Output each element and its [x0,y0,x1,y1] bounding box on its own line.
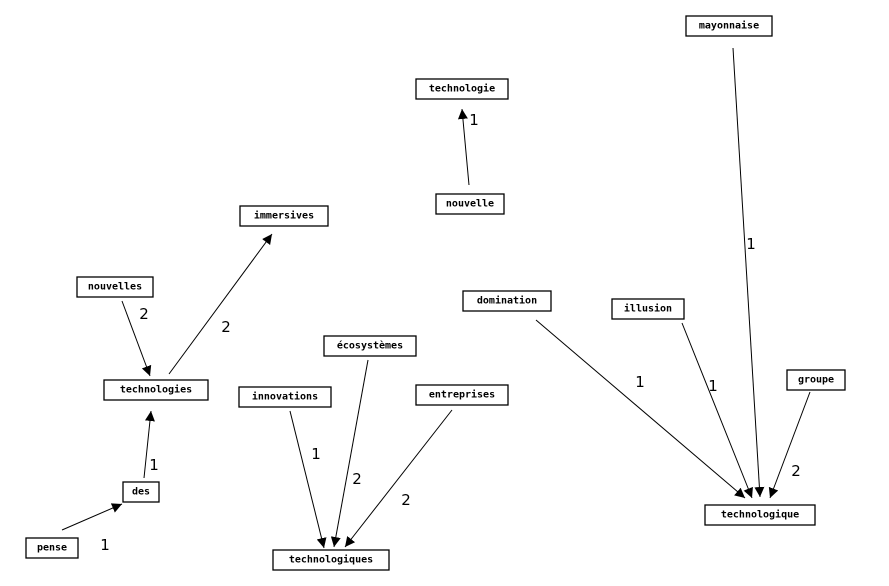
edge-arrow [330,359,369,548]
node-label: groupe [798,375,834,386]
node-label: domination [477,295,537,307]
node-box [704,504,816,526]
edge-weight-label: 1 [469,111,479,129]
edges-layer: 1 1 1 1 2 2 2 1 1 1 2 2 [61,47,811,554]
edge-weight-label: 1 [708,377,718,395]
node-box [76,276,154,298]
node-label: entreprises [429,389,495,401]
edge-weight-label: 1 [311,445,321,463]
node-domination: domination [462,290,552,312]
edge-domination-to-technologique: 1 [535,319,746,499]
node-label: technologies [120,384,192,396]
edge-ecosystemes-to-technologiques: 2 [330,359,369,548]
edge-des-to-technologies: 1 [143,410,159,479]
edge-mayonnaise-to-technologique: 1 [732,47,765,498]
node-box [435,193,505,215]
edge-weight-label: 2 [401,491,411,509]
node-technologie: technologie [415,78,509,100]
edge-pense-to-des: 1 [61,503,123,554]
edge-arrow [535,319,746,499]
edge-arrow [732,47,765,498]
node-entreprises: entreprises [415,384,509,406]
node-technologique: technologique [704,504,816,526]
node-box [323,335,417,357]
node-box [272,549,390,571]
node-ecosystemes: écosystèmes [323,335,417,357]
node-box [685,15,773,37]
edge-weight-label: 1 [100,536,110,554]
node-nouvelle: nouvelle [435,193,505,215]
edge-arrow [289,410,327,549]
edge-weight-label: 1 [149,456,159,474]
node-label: technologiques [289,554,373,566]
node-label: illusion [624,303,672,315]
node-des: des [122,481,160,503]
edge-arrow [121,300,152,377]
edge-nouvelles-to-technologies: 2 [121,300,152,377]
node-box [103,379,209,401]
edge-innovations-to-technologiques: 1 [289,410,327,549]
node-illusion: illusion [611,298,685,320]
edge-weight-label: 1 [635,373,645,391]
node-label: nouvelle [446,199,494,210]
edge-weight-label: 2 [791,462,801,480]
node-box [415,78,509,100]
node-label: technologique [721,509,799,521]
node-box [238,386,332,408]
edge-nouvelle-to-technologie: 1 [457,108,479,186]
edge-arrow [168,233,273,375]
node-technologiques: technologiques [272,549,390,571]
node-box [786,369,846,391]
node-box [611,298,685,320]
node-technologies: technologies [103,379,209,401]
node-innovations: innovations [238,386,332,408]
edge-arrow [143,410,155,479]
edge-arrow [768,391,811,499]
edge-weight-label: 1 [746,235,756,253]
node-label: pense [37,543,67,554]
node-box [239,205,329,227]
node-immersives: immersives [239,205,329,227]
edge-technologies-to-immersives: 2 [168,233,273,375]
node-label: écosystèmes [337,340,403,352]
edge-weight-label: 2 [221,318,231,336]
edge-arrow [681,322,753,499]
edge-arrow [457,108,470,186]
edge-groupe-to-technologique: 2 [768,391,811,499]
node-pense: pense [25,537,79,559]
node-box [122,481,160,503]
node-label: technologie [429,83,495,95]
node-label: des [132,487,150,498]
node-box [462,290,552,312]
edge-arrow [344,409,453,548]
edge-weight-label: 2 [139,305,149,323]
edge-weight-label: 2 [352,470,362,488]
node-mayonnaise: mayonnaise [685,15,773,37]
node-label: mayonnaise [699,20,759,32]
node-box [25,537,79,559]
node-groupe: groupe [786,369,846,391]
node-label: nouvelles [88,282,142,293]
edge-illusion-to-technologique: 1 [681,322,753,499]
edge-arrow [61,503,123,531]
node-box [415,384,509,406]
node-label: innovations [252,391,318,403]
nodes-layer: mayonnaise technologie nouvelle immersives n… [25,15,846,571]
node-nouvelles: nouvelles [76,276,154,298]
node-label: immersives [254,210,314,222]
edge-entreprises-to-technologiques: 2 [344,409,453,548]
